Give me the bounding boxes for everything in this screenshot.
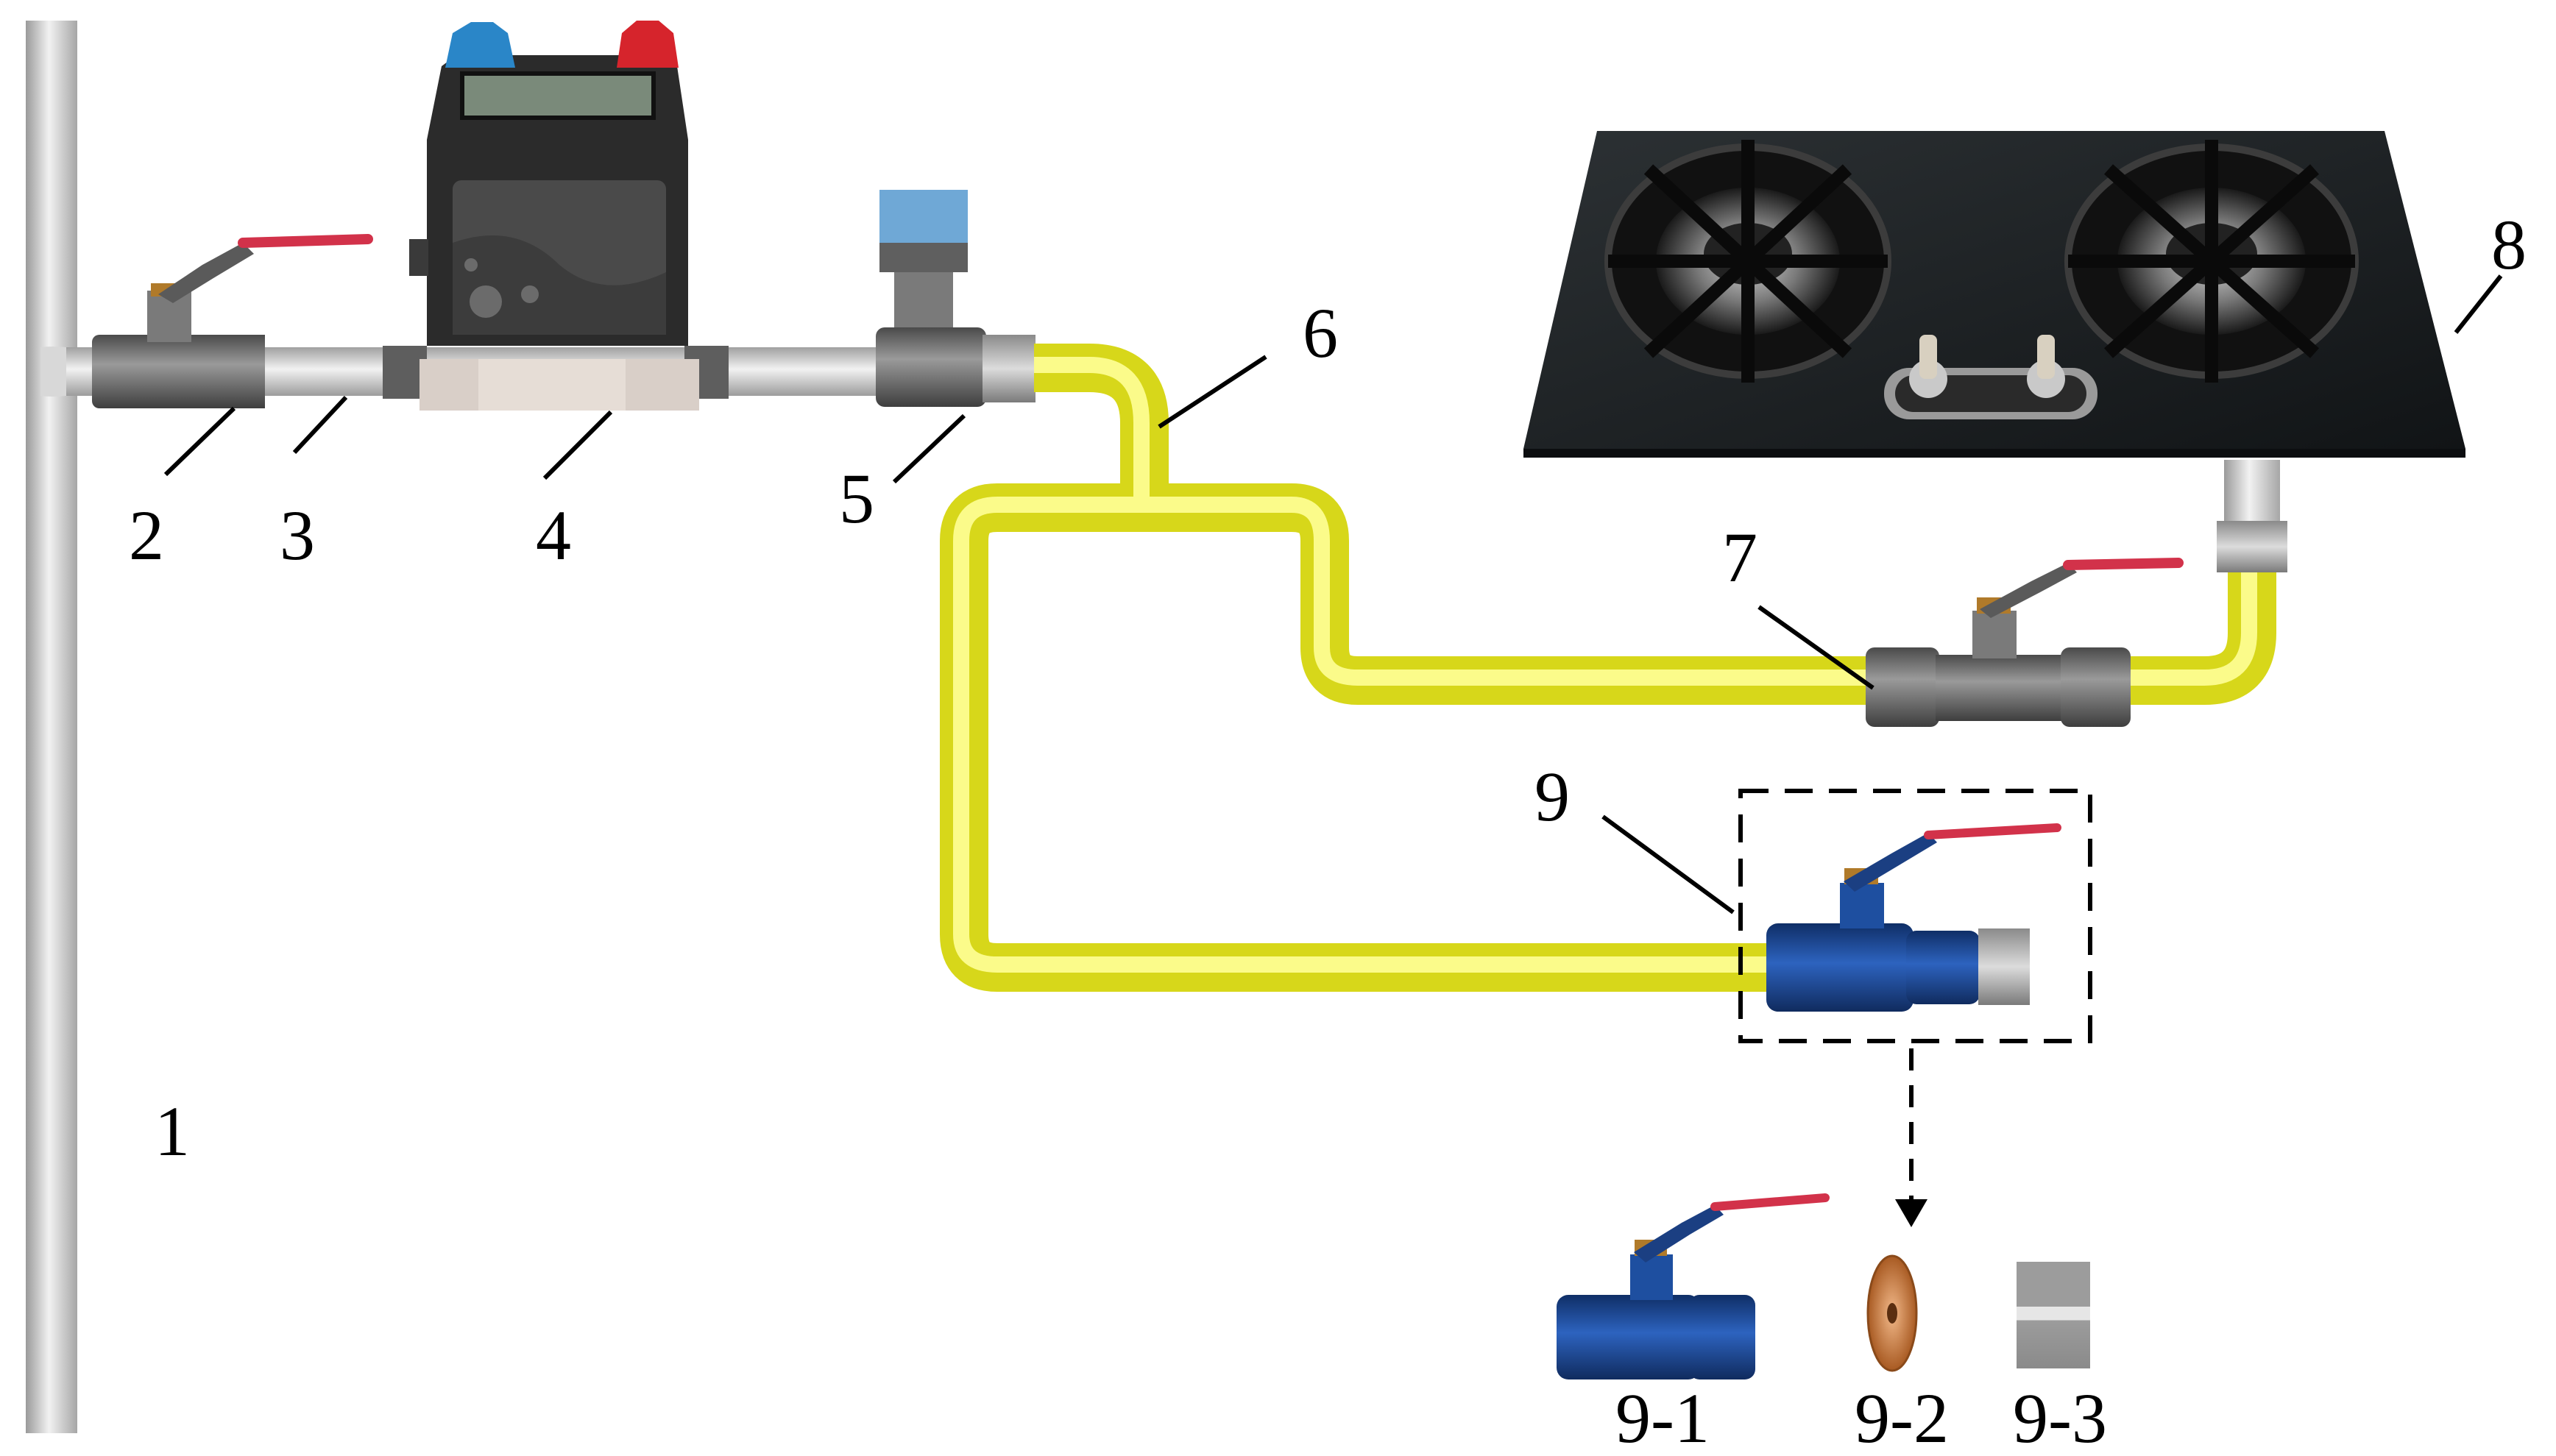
gas-meter	[383, 21, 729, 411]
left-burner	[1604, 140, 1891, 383]
right-burner	[2064, 140, 2359, 383]
label-9-1: 9-1	[1615, 1379, 1710, 1456]
meter-blue-cap	[445, 22, 515, 68]
label-3: 3	[280, 496, 315, 575]
gasket	[1866, 1254, 1918, 1372]
label-5: 5	[839, 459, 874, 538]
label-9-2: 9-2	[1855, 1379, 1949, 1456]
leader-lines	[163, 274, 2503, 915]
reserved-valve-assembly[interactable]	[1738, 789, 2092, 1043]
label-9-3: 9-3	[2013, 1379, 2107, 1456]
label-6: 6	[1303, 294, 1338, 372]
tee-joint	[876, 190, 1036, 407]
gas-stove	[1523, 131, 2465, 458]
label-9: 9	[1534, 757, 1570, 836]
plug-cap	[2017, 1262, 2090, 1368]
explode-arrow-head	[1895, 1199, 1927, 1227]
labels: 1 2 3 4 5 6 7 8 9 9-1 9-2 9-3	[129, 205, 2527, 1456]
control-knobs[interactable]	[1884, 335, 2097, 419]
yellow-hose	[940, 344, 2276, 992]
dashed-box	[1738, 789, 2092, 1043]
main-vertical-pipe	[26, 21, 77, 1433]
pipe-elbow	[40, 347, 66, 397]
label-7: 7	[1722, 518, 1757, 597]
inlet-valve[interactable]	[92, 234, 373, 408]
stove-valve[interactable]	[1866, 558, 2184, 727]
label-2: 2	[129, 496, 164, 575]
meter-red-cap	[617, 21, 679, 68]
stove-inlet-pipe	[2217, 460, 2287, 572]
label-8: 8	[2491, 205, 2527, 284]
valve-body	[1557, 1193, 1830, 1379]
label-1: 1	[155, 1092, 190, 1171]
label-4: 4	[536, 496, 571, 575]
